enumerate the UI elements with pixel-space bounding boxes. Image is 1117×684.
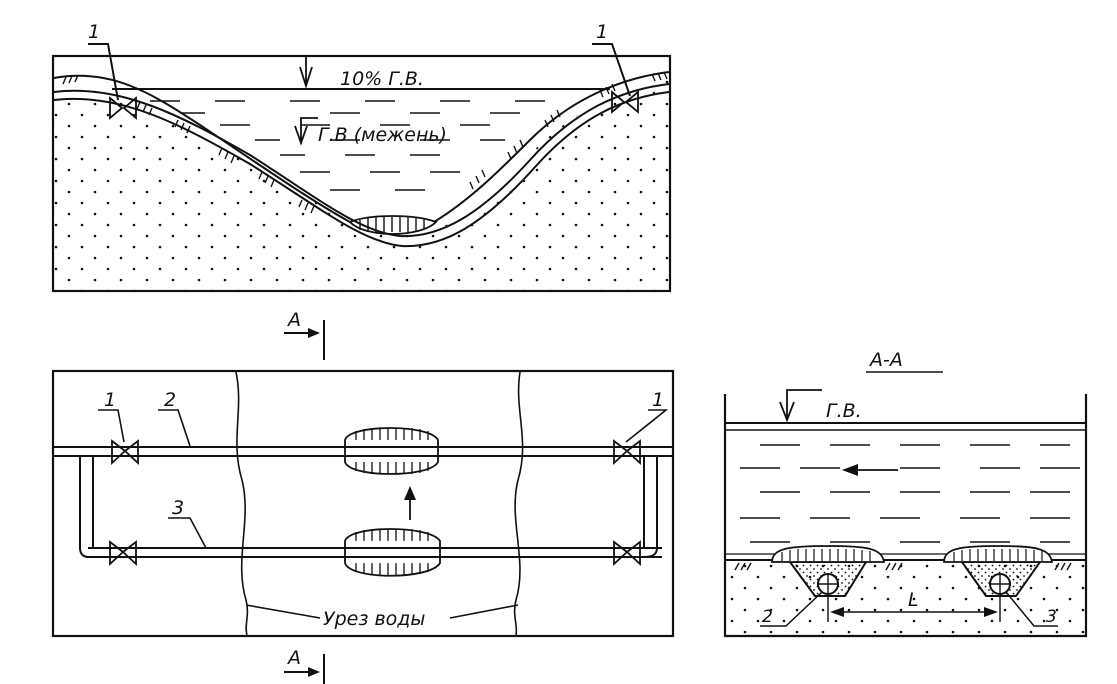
dimension-arrow-left <box>830 607 844 617</box>
section-flow-arrowhead <box>842 464 858 476</box>
ground-hatch-ticks <box>62 71 668 214</box>
shoreline-left-leader <box>245 604 321 619</box>
plan-valve-reserve-right <box>613 540 641 567</box>
section-pipe-main-label: 2 <box>762 607 773 627</box>
plan-flow-arrowhead <box>404 486 416 500</box>
plan-frame <box>51 369 675 638</box>
plan-marker-left-leader <box>98 409 125 443</box>
plan-ballast-main <box>344 427 439 475</box>
profile-valve-left <box>109 96 137 120</box>
section-mark-top-label: А <box>286 309 301 331</box>
plan-view <box>51 320 675 684</box>
section-spacing-label: L <box>908 589 919 611</box>
section-frame <box>723 394 1088 638</box>
plan-ballast-main-hatch <box>355 428 429 474</box>
section-water-dashes <box>740 444 1080 543</box>
plan-valve-main-right <box>613 439 641 466</box>
plan-pipe-reserve-leader <box>168 517 207 549</box>
section-pipe-reserve-leader <box>1005 591 1058 627</box>
section-title: А-А <box>868 349 903 371</box>
plan-marker-left-label: 1 <box>104 389 116 411</box>
flood-level-marker <box>299 55 338 89</box>
plan-marker-right-leader <box>625 409 669 443</box>
flood-level-label: 10% Г.В. <box>340 68 424 90</box>
section-ballast-left <box>771 545 886 563</box>
plan-bypass-right <box>643 456 658 558</box>
profile-frame <box>51 54 672 293</box>
low-level-label: Г.В (межень) <box>318 124 447 146</box>
profile-pipe-upper <box>53 83 670 238</box>
shoreline-label: Урез воды <box>323 608 425 630</box>
section-ballast-right <box>943 545 1054 563</box>
profile-soil <box>54 80 669 290</box>
profile-ballast <box>348 215 438 235</box>
dimension-arrow-right <box>984 607 998 617</box>
section-ground-ticks <box>734 562 1072 571</box>
section-pipe-right-cross <box>990 574 1010 594</box>
profile-marker-left-label: 1 <box>88 21 100 43</box>
plan-valve-main-left <box>111 439 139 466</box>
section-mark-top-arrowhead <box>308 328 320 338</box>
section-mark-bottom-label: А <box>286 647 301 669</box>
section-pipe-reserve-label: 3 <box>1046 607 1057 627</box>
plan-pipe-reserve-label: 3 <box>172 497 184 519</box>
section-pipe-main-leader <box>760 591 823 627</box>
section-ballast-hatch <box>781 549 1043 561</box>
section-water-level-label: Г.В. <box>826 400 862 422</box>
shoreline-right-leader <box>449 604 519 619</box>
plan-marker-right-label: 1 <box>652 389 664 411</box>
profile-marker-right-label: 1 <box>596 21 608 43</box>
profile-marker-left-leader <box>88 43 119 101</box>
profile-marker-right-leader <box>592 43 631 97</box>
low-level-marker <box>294 117 318 146</box>
profile-valve-right <box>611 90 639 114</box>
water-dashes <box>150 100 545 191</box>
section-pipe-left-cross <box>818 574 838 594</box>
plan-ballast-reserve-hatch <box>355 529 429 575</box>
shoreline-right <box>513 371 524 636</box>
section-mark-bottom-arrowhead <box>308 667 320 677</box>
profile-view <box>51 43 672 293</box>
profile-ballast-hatch <box>359 217 425 232</box>
plan-bypass-left <box>79 456 94 558</box>
section-view <box>723 371 1088 638</box>
plan-ballast-reserve <box>344 528 441 577</box>
shoreline-left <box>235 371 249 636</box>
plan-valve-reserve-left <box>109 540 137 567</box>
section-water-level-marker <box>779 389 822 423</box>
plan-pipe-main-leader <box>158 409 191 447</box>
plan-pipe-main-label: 2 <box>164 389 176 411</box>
